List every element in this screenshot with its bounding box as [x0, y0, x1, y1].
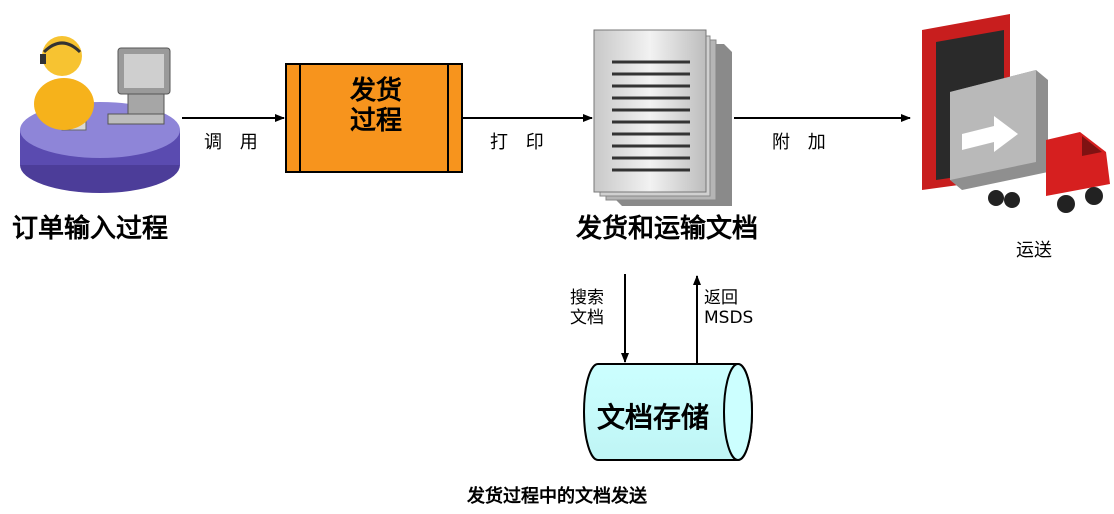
diagram-caption: 发货过程中的文档发送 [467, 486, 647, 507]
shipping-process-line2: 过程 [349, 106, 402, 136]
edge-label-call: 调 用 [204, 132, 264, 153]
stacked-documents-icon [593, 29, 732, 206]
edge-label-search-line2: 文档 [570, 308, 604, 328]
delivery-truck-icon [922, 14, 1110, 213]
shipping-process-label: 发货 过程 [300, 76, 452, 136]
shipping-process-line1: 发货 [349, 76, 402, 106]
edge-label-attach: 附 加 [772, 132, 832, 153]
edge-label-return: 返回 MSDS [704, 288, 753, 328]
document-store-label: 文档存储 [596, 401, 709, 434]
edge-label-return-line2: MSDS [704, 308, 754, 328]
edge-label-search: 搜索 文档 [570, 288, 604, 328]
order-entry-label: 订单输入过程 [12, 214, 169, 244]
documents-label: 发货和运输文档 [576, 214, 759, 244]
edge-label-search-line1: 搜索 [570, 288, 604, 308]
user-at-computer-icon [20, 36, 180, 193]
document-store-cylinder [583, 363, 753, 461]
edge-label-return-line1: 返回 [704, 288, 738, 308]
transport-label: 运送 [1016, 240, 1052, 261]
edge-label-print: 打 印 [490, 132, 550, 153]
